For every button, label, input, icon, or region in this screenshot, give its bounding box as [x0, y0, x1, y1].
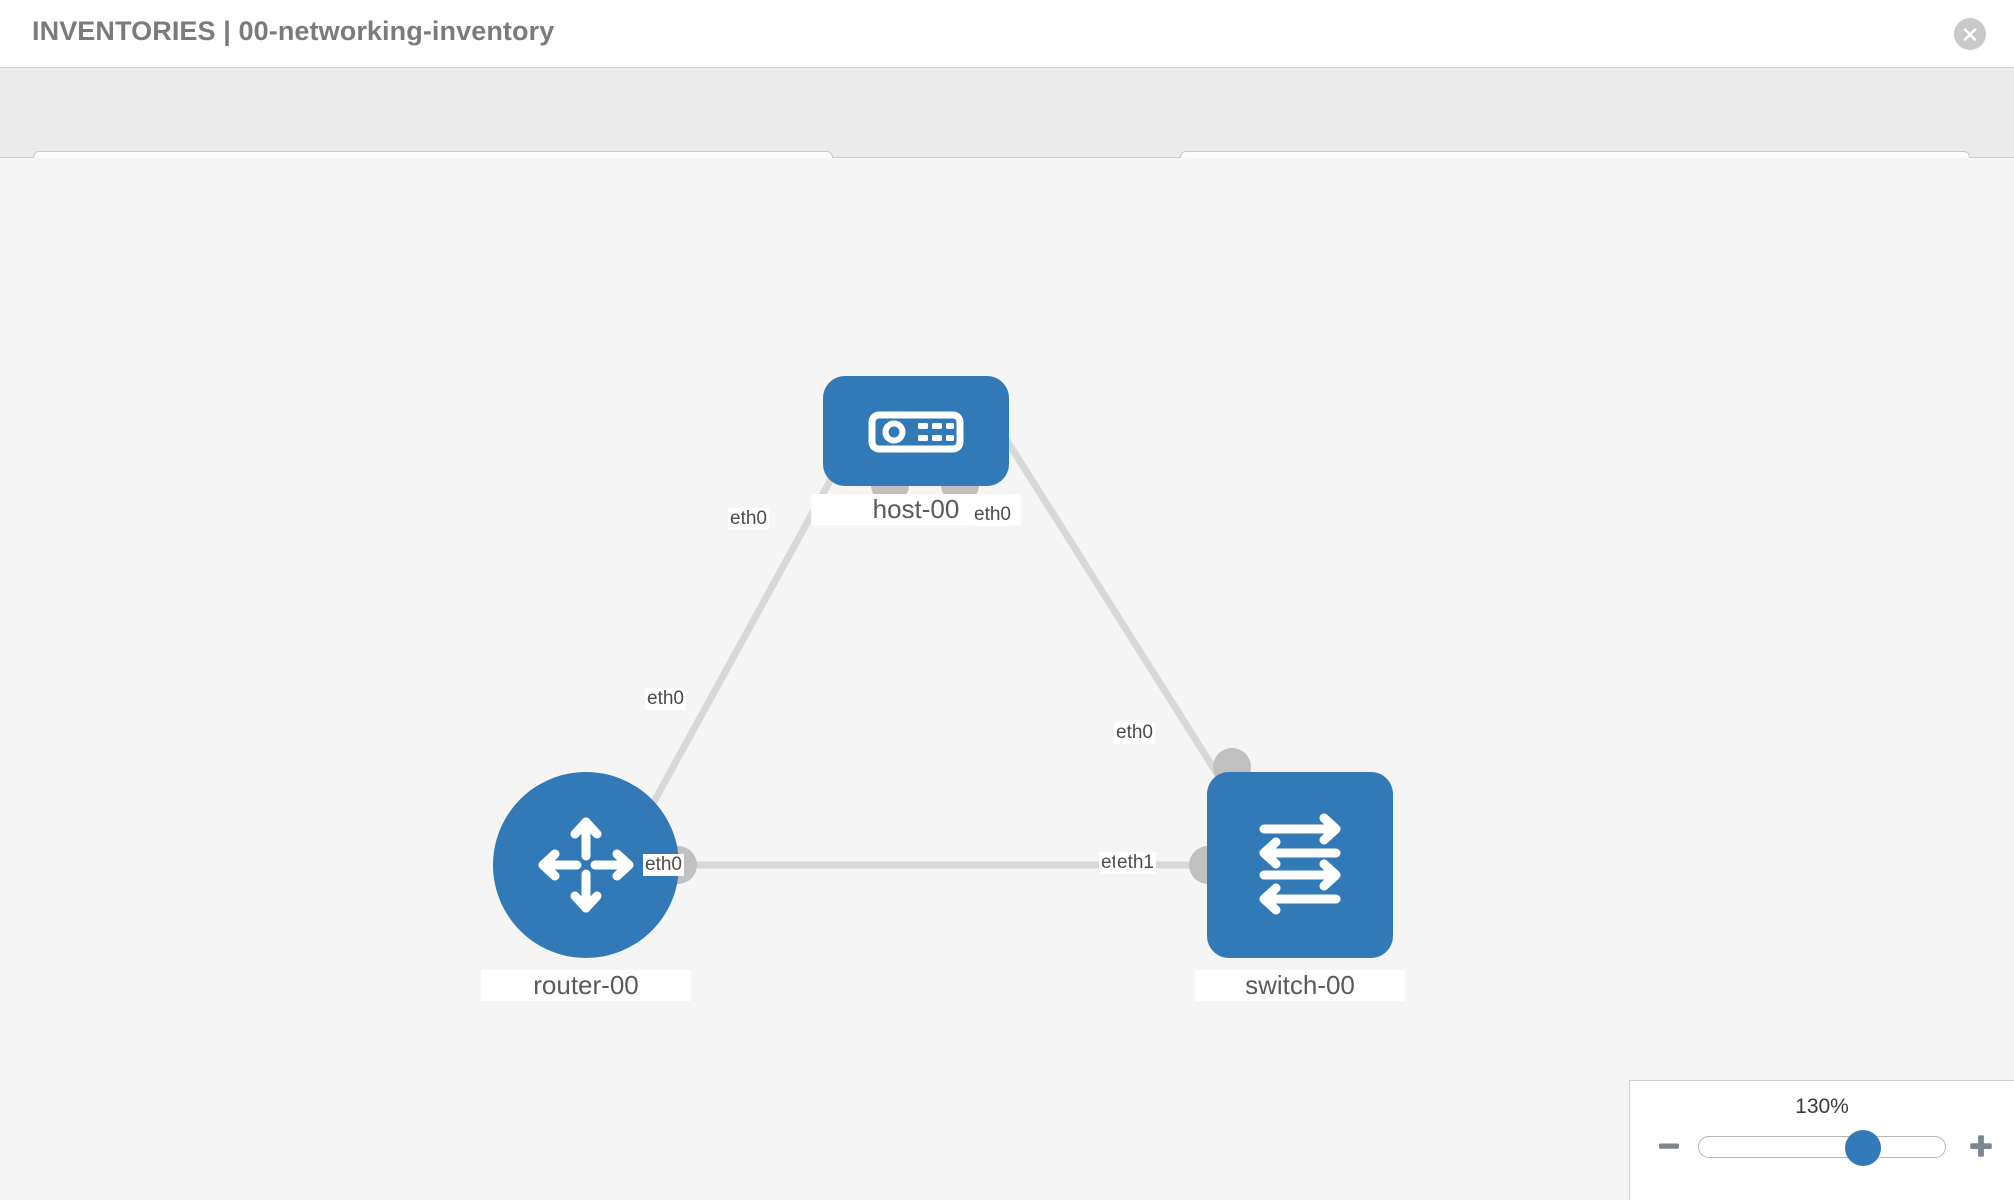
port-label-host-left: eth0	[728, 508, 769, 530]
port-label-switch-left: eth1	[1115, 852, 1156, 874]
zoom-out-button[interactable]	[1652, 1129, 1686, 1163]
switch-icon-shape[interactable]	[1207, 772, 1393, 958]
zoom-level-value: 130%	[1795, 1095, 1849, 1118]
page-header: INVENTORIES | 00-networking-inventory	[0, 0, 2014, 68]
topology-links	[641, 386, 1249, 869]
close-icon[interactable]	[1954, 18, 1986, 50]
zoom-slider-thumb[interactable]	[1845, 1130, 1881, 1166]
port-label-router-up: eth0	[645, 688, 686, 710]
node-label-switch-00: switch-00	[1195, 970, 1405, 1001]
port-label-switch-up: eth0	[1114, 722, 1155, 744]
page-title: INVENTORIES | 00-networking-inventory	[32, 16, 555, 46]
switch-arrows-icon	[1259, 813, 1341, 915]
plus-icon	[1970, 1135, 1992, 1157]
port-label-host-right: eth0	[972, 504, 1013, 526]
router-arrows-icon	[538, 817, 634, 913]
minus-icon	[1659, 1143, 1679, 1149]
port-label-router-right: eth0	[643, 854, 684, 876]
link-host-switch[interactable]	[971, 386, 1249, 822]
host-icon-shape[interactable]	[823, 376, 1009, 486]
zoom-in-button[interactable]	[1964, 1129, 1998, 1163]
server-icon	[868, 411, 964, 453]
toolbar: ACTIONS SEARCH	[0, 68, 2014, 203]
zoom-control-panel: 130%	[1629, 1080, 2014, 1200]
node-label-router-00: router-00	[481, 970, 691, 1001]
zoom-slider[interactable]	[1698, 1130, 1946, 1166]
topology-canvas[interactable]: host-00 eth0 eth0 router-00 eth0 eth0	[0, 158, 2014, 1200]
